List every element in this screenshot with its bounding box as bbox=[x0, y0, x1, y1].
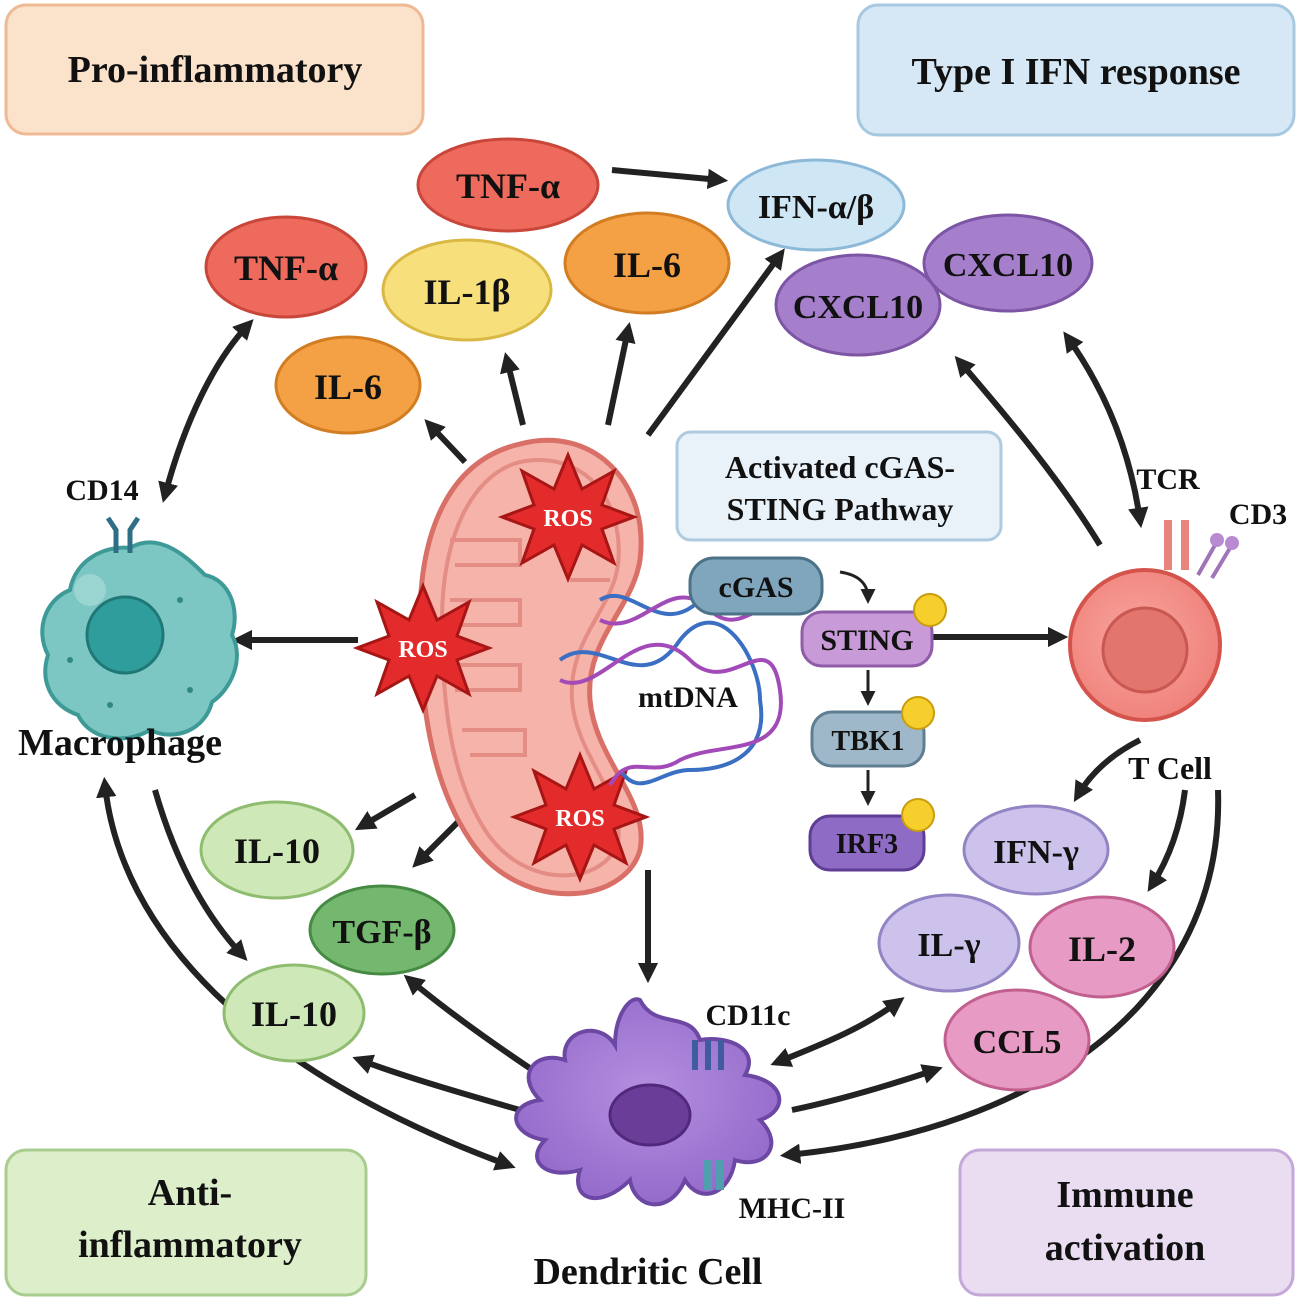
immune-activation-label-line1: Immune bbox=[1056, 1174, 1193, 1216]
ros-label: ROS bbox=[543, 506, 592, 532]
anti-inflammatory-box: Anti- inflammatory bbox=[4, 1148, 368, 1297]
type1-ifn-label: Type I IFN response bbox=[911, 51, 1240, 93]
arrow-tcell-ifng bbox=[1073, 737, 1142, 802]
cytokine-il10-lower: IL-10 bbox=[222, 963, 366, 1063]
cytokine-label: IL-γ bbox=[917, 927, 980, 964]
sting-node: STING bbox=[800, 593, 947, 668]
arrow-tcell-dc bbox=[779, 789, 1222, 1164]
cytokine-label: TNF-α bbox=[456, 166, 560, 206]
type1-ifn-box: Type I IFN response bbox=[856, 3, 1296, 137]
ros-burst-top: ROS bbox=[497, 451, 639, 583]
cgas-label: cGAS bbox=[719, 571, 794, 604]
tbk1-node: TBK1 bbox=[810, 696, 935, 768]
pro-inflammatory-label: Pro-inflammatory bbox=[68, 49, 363, 91]
cytokine-label: IFN-α/β bbox=[758, 189, 874, 226]
cytokine-tnf-left: TNF-α bbox=[204, 215, 368, 319]
cytokine-label: IL-10 bbox=[234, 831, 320, 871]
arrow-tnf-to-ifn bbox=[611, 167, 729, 190]
cytokine-tnf-top: TNF-α bbox=[416, 137, 600, 233]
cd11c-label: CD11c bbox=[706, 999, 791, 1032]
anti-inflammatory-label-line1: Anti- bbox=[148, 1172, 232, 1214]
immune-activation-box: Immune activation bbox=[958, 1148, 1295, 1297]
arrow-mito-il10 bbox=[354, 792, 417, 831]
cytokine-il6-left: IL-6 bbox=[274, 335, 422, 435]
cytokine-il6-top: IL-6 bbox=[563, 211, 731, 315]
ros-burst-left: ROS bbox=[352, 582, 494, 714]
arrow-macrophage-tnf bbox=[158, 319, 254, 503]
arrow-mito-il6-left bbox=[424, 419, 468, 465]
arrow-mito-il1b bbox=[500, 352, 526, 426]
t-cell-label: T Cell bbox=[1128, 750, 1212, 786]
immune-activation-label-line2: activation bbox=[1045, 1227, 1205, 1269]
t-cell bbox=[1068, 520, 1239, 722]
cytokine-ccl5: CCL5 bbox=[943, 988, 1091, 1092]
macrophage-cell bbox=[40, 516, 239, 741]
ros-label: ROS bbox=[398, 637, 447, 663]
mhc2-label: MHC-II bbox=[739, 1192, 846, 1225]
tcr-label: TCR bbox=[1136, 463, 1200, 496]
cd14-receptor-icon bbox=[105, 516, 141, 553]
pathway-title-line1: Activated cGAS- bbox=[725, 449, 955, 485]
arrow-dc-il10 bbox=[352, 1054, 521, 1113]
cytokine-il-g: IL-γ bbox=[877, 893, 1021, 993]
phosphate-icon bbox=[913, 593, 947, 627]
cytokine-cxcl10-back: CXCL10 bbox=[922, 213, 1094, 313]
dendritic-cell bbox=[514, 997, 782, 1207]
ros-label: ROS bbox=[555, 806, 604, 832]
cd3-label: CD3 bbox=[1229, 498, 1287, 531]
cytokine-label: IL-6 bbox=[314, 367, 382, 407]
macrophage-label: Macrophage bbox=[18, 722, 222, 764]
cgas-node: cGAS bbox=[688, 556, 824, 616]
phosphate-icon bbox=[901, 798, 935, 832]
tbk1-label: TBK1 bbox=[831, 726, 904, 757]
arrow-mito-il6-top bbox=[605, 322, 636, 426]
tcr-receptor-icon bbox=[1164, 520, 1189, 570]
arrow-macrophage-dc bbox=[96, 776, 516, 1171]
sting-label: STING bbox=[820, 624, 913, 657]
cd3-receptor-icon bbox=[1196, 544, 1232, 580]
cytokine-label: IFN-γ bbox=[993, 834, 1079, 871]
pro-inflammatory-box: Pro-inflammatory bbox=[4, 3, 425, 136]
cytokine-label: TGF-β bbox=[332, 914, 431, 951]
pathway-title-line2: STING Pathway bbox=[727, 491, 954, 527]
arrow-tcell-il2 bbox=[1147, 789, 1188, 892]
mtdna-label: mtDNA bbox=[638, 681, 738, 714]
cytokine-label: CXCL10 bbox=[943, 247, 1073, 284]
phosphate-icon bbox=[901, 696, 935, 730]
cytokine-label: IL-2 bbox=[1068, 929, 1136, 969]
irf3-node: IRF3 bbox=[808, 798, 935, 872]
ros-burst-bottom: ROS bbox=[509, 751, 651, 883]
cytokine-tgfb: TGF-β bbox=[308, 884, 456, 976]
mhc2-receptor-icon bbox=[704, 1160, 724, 1190]
cytokine-label: IL-6 bbox=[613, 245, 681, 285]
cytokine-cxcl10-front: CXCL10 bbox=[774, 253, 942, 357]
cytokine-label: IL-1β bbox=[424, 272, 511, 312]
arrow-mito-ifn bbox=[645, 248, 785, 437]
arrow-dc-ccl5 bbox=[791, 1064, 943, 1113]
arrow-cgas-sting bbox=[839, 570, 876, 604]
cytokine-ifn-ab: IFN-α/β bbox=[726, 158, 906, 252]
arrow-dc-ilg bbox=[770, 997, 905, 1067]
dendritic-cell-label: Dendritic Cell bbox=[533, 1251, 762, 1293]
cytokine-il2: IL-2 bbox=[1028, 895, 1176, 999]
arrow-cxcl10-tcell bbox=[1063, 331, 1149, 529]
cytokine-il1b: IL-1β bbox=[381, 238, 553, 342]
cd11c-receptor-icon bbox=[692, 1040, 724, 1070]
cytokine-ifn-g: IFN-γ bbox=[962, 804, 1110, 896]
anti-inflammatory-label-line2: inflammatory bbox=[78, 1224, 302, 1266]
cytokine-label: CXCL10 bbox=[793, 289, 923, 326]
cytokine-label: CCL5 bbox=[973, 1024, 1062, 1061]
cytokine-il10-upper: IL-10 bbox=[199, 800, 355, 900]
arrows bbox=[96, 167, 1222, 1171]
irf3-label: IRF3 bbox=[836, 829, 898, 860]
cytokine-label: TNF-α bbox=[234, 248, 338, 288]
pathway-title-box: Activated cGAS- STING Pathway bbox=[675, 430, 1003, 542]
cytokine-label: IL-10 bbox=[251, 994, 337, 1034]
arrow-dc-tgfb bbox=[403, 974, 542, 1078]
cd14-label: CD14 bbox=[65, 474, 138, 507]
